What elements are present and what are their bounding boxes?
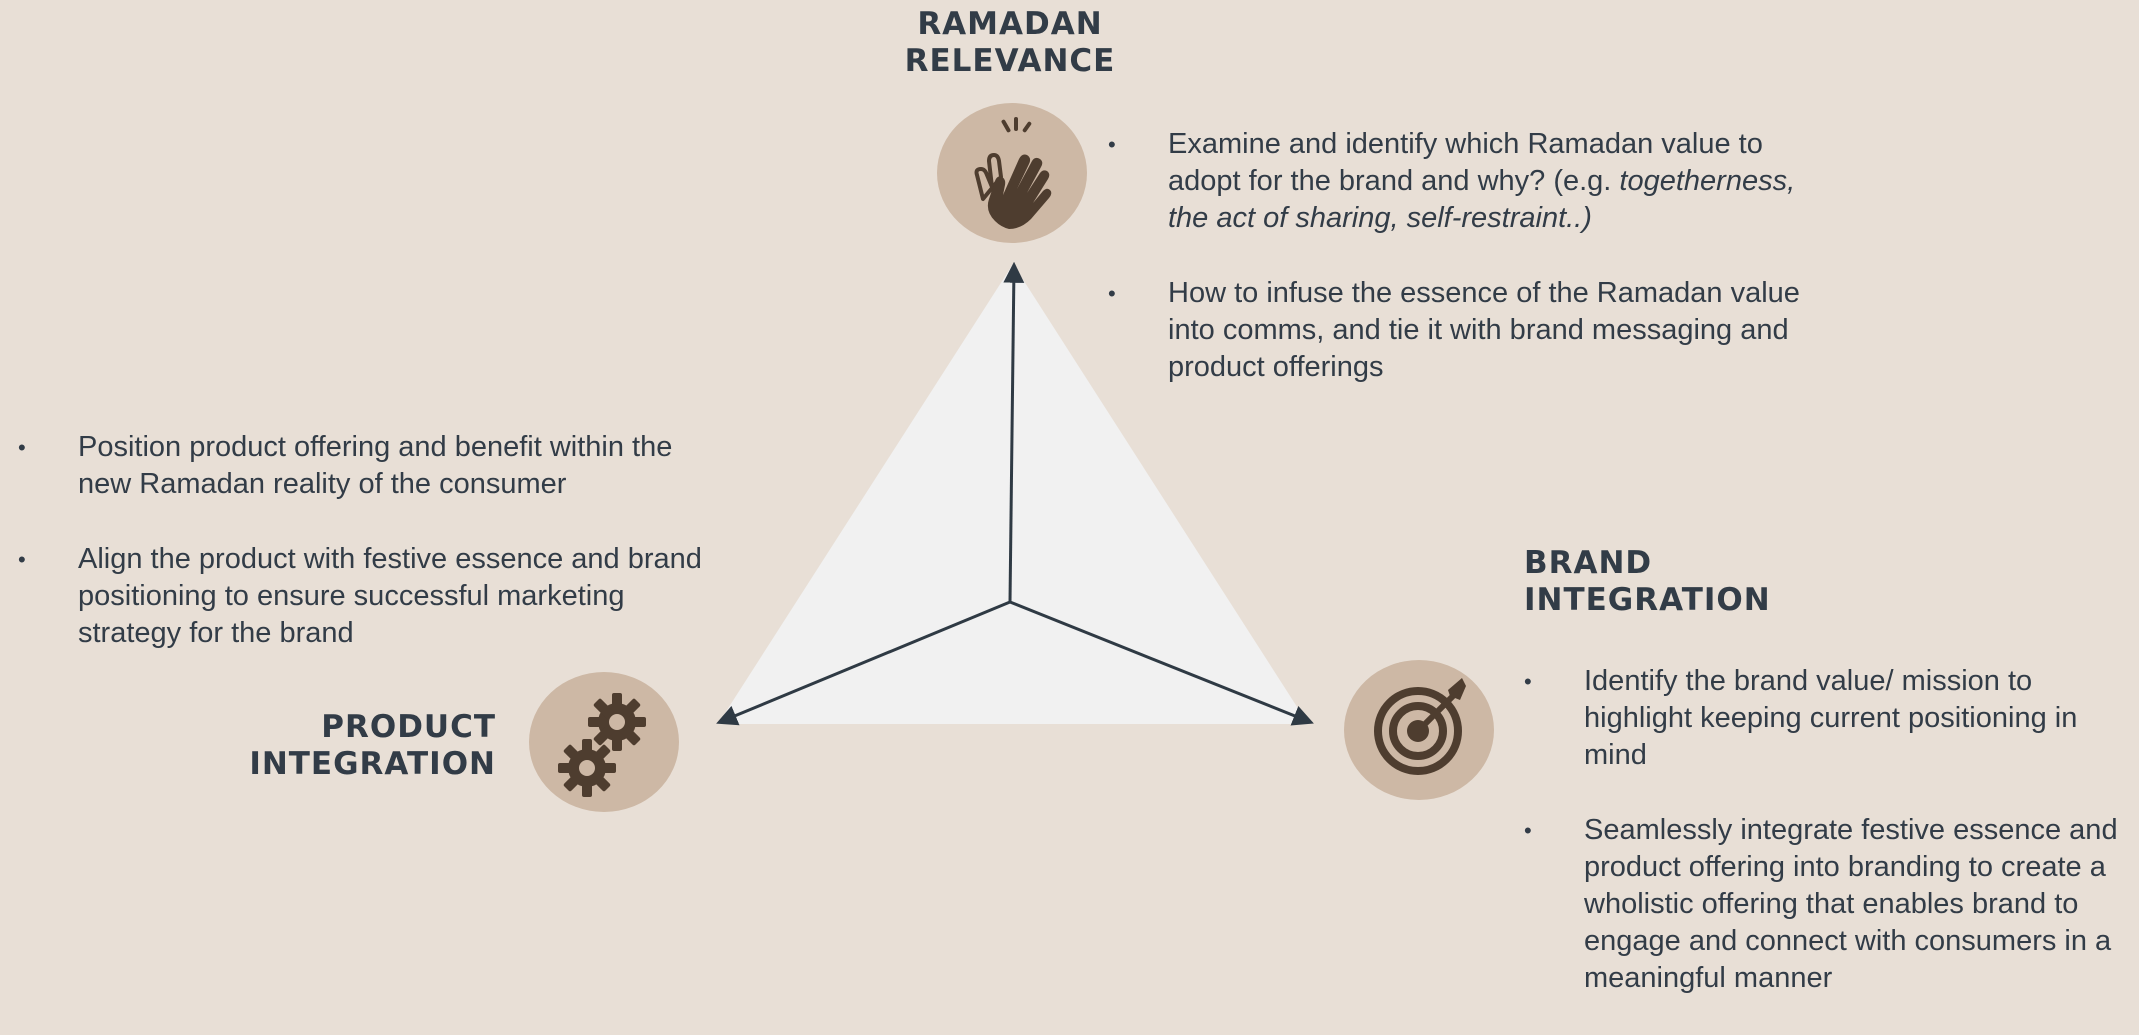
target-icon — [1374, 678, 1466, 775]
product-integration-heading: PRODUCT INTEGRATION — [196, 709, 496, 783]
product-bullet-2: • Align the product with festive essence… — [18, 541, 718, 652]
bullet-dot: • — [1108, 132, 1116, 157]
bullet-dot: • — [18, 547, 26, 572]
ramadan-relevance-heading: RAMADAN RELEVANCE — [880, 6, 1140, 80]
ramadan-icon-circle — [937, 103, 1087, 243]
axis-brand-integration — [1009, 600, 1314, 726]
bullet-dot: • — [1524, 818, 1532, 843]
brand-integration-heading: BRAND INTEGRATION — [1524, 545, 1771, 619]
ramadan-bullet-2-text: How to infuse the essence of the Ramadan… — [1168, 277, 1800, 383]
axis-product-integration — [716, 600, 1011, 726]
ramadan-heading-line2: RELEVANCE — [904, 43, 1116, 79]
ramadan-bullet-1: • Examine and identify which Ramadan val… — [1108, 126, 1828, 237]
brand-bullet-2: • Seamlessly integrate festive essence a… — [1524, 812, 2134, 997]
ramadan-bullet-2: • How to infuse the essence of the Ramad… — [1108, 275, 1828, 386]
product-bullet-1-text: Position product offering and benefit wi… — [78, 431, 673, 500]
bullet-dot: • — [1524, 669, 1532, 694]
gears-icon — [558, 693, 646, 797]
brand-heading-line1: BRAND — [1524, 545, 1653, 581]
product-icon-circle — [529, 672, 679, 812]
brand-bullet-2-text: Seamlessly integrate festive essence and… — [1584, 814, 2118, 994]
brand-icon-circle — [1344, 660, 1494, 800]
product-bullet-list: • Position product offering and benefit … — [18, 429, 718, 690]
brand-bullet-1-text: Identify the brand value/ mission to hig… — [1584, 665, 2078, 771]
brand-bullet-1: • Identify the brand value/ mission to h… — [1524, 663, 2134, 774]
product-bullet-2-text: Align the product with festive essence a… — [78, 543, 702, 649]
product-heading-line2: INTEGRATION — [249, 746, 496, 782]
ramadan-bullet-list: • Examine and identify which Ramadan val… — [1108, 126, 1828, 424]
axis-ramadan-relevance — [1003, 261, 1025, 603]
brand-heading-line2: INTEGRATION — [1524, 582, 1771, 618]
triangle-background — [718, 264, 1308, 724]
product-heading-line1: PRODUCT — [321, 709, 496, 745]
clapping-hands-icon — [974, 117, 1052, 229]
ramadan-heading-line1: RAMADAN — [917, 6, 1103, 42]
ramadan-bullet-1-text: Examine and identify which Ramadan value… — [1168, 128, 1763, 197]
bullet-dot: • — [1108, 281, 1116, 306]
bullet-dot: • — [18, 435, 26, 460]
ramadan-bullet-1-examples: togetherness, the act of sharing, self-r… — [1168, 165, 1796, 234]
product-bullet-1: • Position product offering and benefit … — [18, 429, 718, 503]
triangle-diagram — [716, 261, 1314, 726]
brand-bullet-list: • Identify the brand value/ mission to h… — [1524, 663, 2134, 1035]
